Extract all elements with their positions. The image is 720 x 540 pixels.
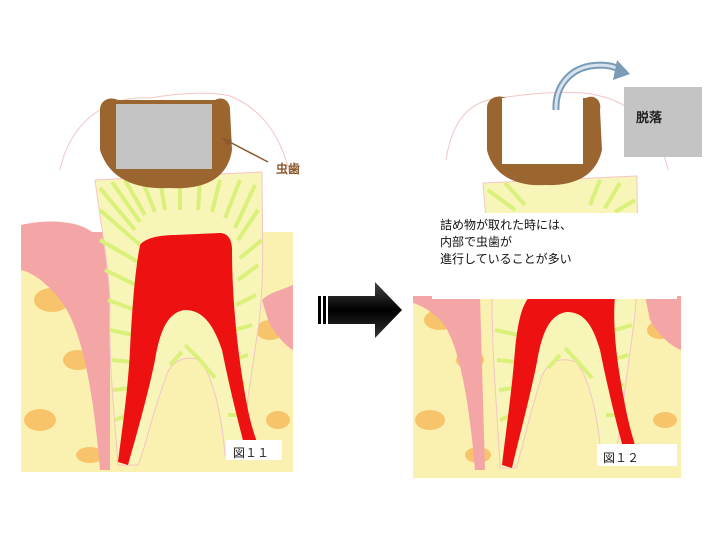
figure-12-label-box bbox=[597, 444, 677, 466]
gum bbox=[21, 221, 110, 470]
filling bbox=[116, 104, 212, 169]
figure-11-caption: 図１１ bbox=[233, 446, 270, 460]
note-line: 進行していることが多い bbox=[440, 252, 572, 266]
pulp-2 bbox=[502, 296, 638, 468]
right-arrow-icon bbox=[318, 282, 402, 338]
bone-spots bbox=[24, 242, 290, 463]
empty-cavity bbox=[502, 98, 583, 164]
caries-label: 虫歯 bbox=[276, 162, 301, 176]
gum-right bbox=[262, 285, 293, 350]
gum-2 bbox=[413, 296, 485, 470]
dentinal-tubules-2 bbox=[486, 179, 637, 422]
crown-outline bbox=[59, 92, 291, 176]
pulp bbox=[118, 233, 262, 465]
figure-12-caption: 図１２ bbox=[603, 451, 640, 465]
figure-11-illustration bbox=[21, 92, 293, 472]
dentinal-tubules bbox=[98, 179, 264, 422]
dropped-filling bbox=[624, 87, 702, 157]
dropped-out-label: 脱落 bbox=[636, 111, 663, 126]
note-box bbox=[432, 213, 677, 299]
figure-11-label-box bbox=[226, 440, 282, 460]
note-line: 詰め物が取れた時には、 bbox=[440, 218, 573, 232]
curved-arrow-icon bbox=[552, 60, 630, 111]
gum-2-right bbox=[645, 296, 681, 350]
note-line: 内部で虫歯が bbox=[440, 235, 513, 249]
